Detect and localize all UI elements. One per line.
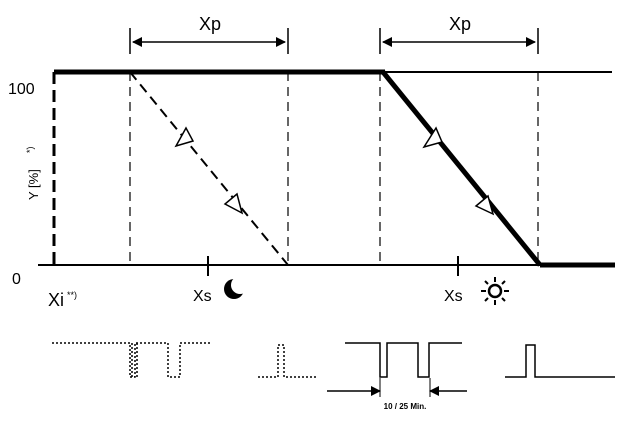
moon-icon (224, 276, 249, 299)
night-slope-arrow-down (223, 192, 244, 215)
night-slope (129, 71, 289, 266)
xs-night-label: Xs (193, 288, 212, 305)
night-slope-arrow-up (174, 126, 195, 148)
xs-day-label: Xs (444, 288, 463, 305)
day-slope-arrow-down (474, 194, 495, 216)
sun-icon (481, 277, 509, 305)
y-axis-title: Y [%] *) (25, 146, 41, 200)
duration-label: 10 / 25 Min. (384, 402, 427, 411)
xp-dimension-day: Xp (379, 14, 539, 54)
y-0-label: 0 (12, 271, 21, 288)
xi-label: Xi (48, 290, 64, 310)
xi-note: **) (67, 290, 77, 300)
y-100-label: 100 (8, 81, 35, 98)
xi-pulse-night (52, 342, 318, 378)
xp-label-night: Xp (199, 14, 221, 34)
svg-text:*): *) (25, 146, 35, 153)
day-slope (381, 70, 542, 267)
xp-label-day: Xp (449, 14, 471, 34)
pulse-duration-dimension: 10 / 25 Min. (327, 378, 467, 411)
svg-text:Y [%]: Y [%] (26, 169, 41, 200)
xp-dimension-night: Xp (129, 14, 289, 54)
xi-pulse-day (345, 342, 615, 378)
day-slope-arrow-up (422, 126, 444, 149)
